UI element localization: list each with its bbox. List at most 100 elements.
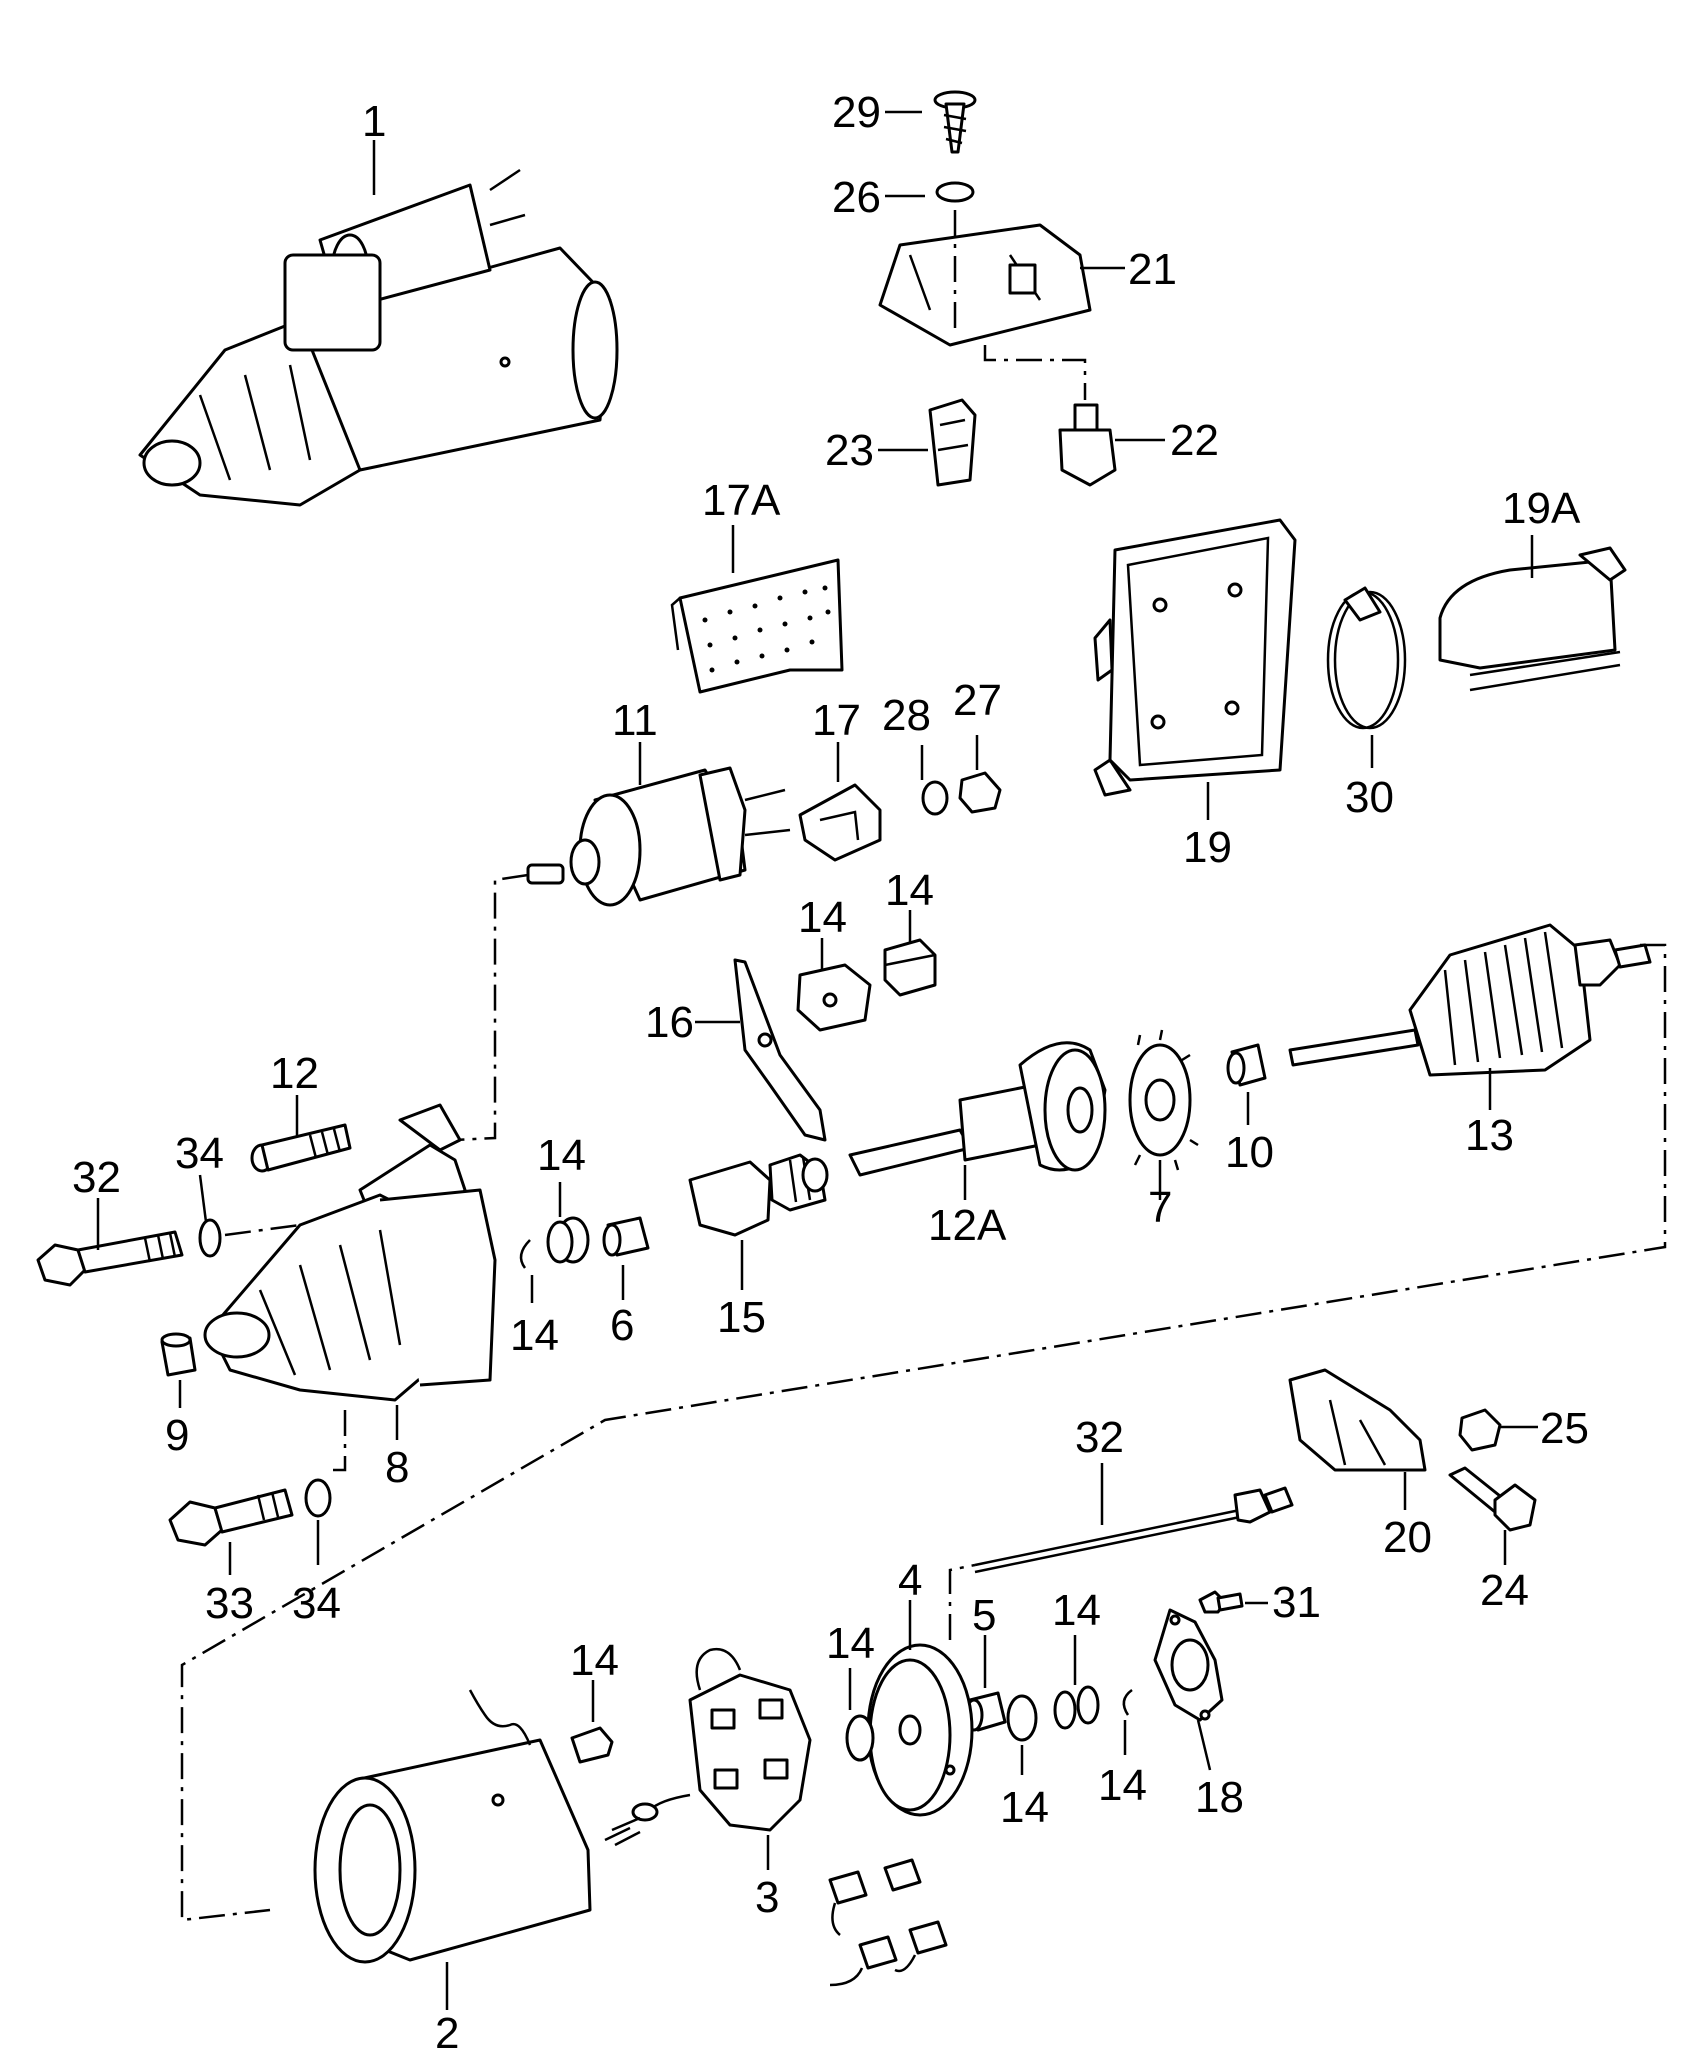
part-cover-18 xyxy=(1153,1608,1224,1722)
label-22: 22 xyxy=(1170,416,1219,465)
label-26: 26 xyxy=(832,173,881,222)
part-starter-motor-assembly xyxy=(138,168,619,507)
part-bushing-10 xyxy=(1226,1043,1267,1087)
part-through-bolt-32 xyxy=(974,1486,1294,1574)
label-14-b: 14 xyxy=(885,866,934,915)
part-clip-14 xyxy=(570,1726,614,1764)
label-8: 8 xyxy=(385,1443,409,1492)
label-28: 28 xyxy=(882,691,931,740)
label-23: 23 xyxy=(825,426,874,475)
part-gasket-17a xyxy=(670,558,844,694)
label-33: 33 xyxy=(205,1579,254,1628)
label-6: 6 xyxy=(610,1301,634,1350)
label-34-b: 34 xyxy=(292,1579,341,1628)
label-14-i: 14 xyxy=(570,1636,619,1685)
connector-34-8 xyxy=(224,1223,301,1237)
part-drive-housing-8 xyxy=(203,1103,497,1402)
label-21: 21 xyxy=(1128,245,1177,294)
part-plate-19 xyxy=(1093,518,1297,797)
part-solenoid-11 xyxy=(526,766,791,907)
label-20: 20 xyxy=(1383,1513,1432,1562)
label-19: 19 xyxy=(1183,823,1232,872)
part-bracket-20 xyxy=(1288,1368,1427,1472)
part-clamp-30 xyxy=(1326,586,1407,730)
label-32-a: 32 xyxy=(72,1153,121,1202)
label-15: 15 xyxy=(717,1293,766,1342)
part-washer-34-upper xyxy=(198,1218,222,1258)
label-9: 9 xyxy=(165,1411,189,1460)
part-nut-27 xyxy=(958,771,1002,814)
part-14-upper-left xyxy=(796,963,872,1032)
part-bolt-33 xyxy=(168,1488,294,1547)
part-washer-34-lower xyxy=(304,1478,332,1518)
label-1: 1 xyxy=(362,97,386,146)
label-14-a: 14 xyxy=(798,893,847,942)
part-nut-25 xyxy=(1458,1408,1502,1452)
leader-34-a xyxy=(198,1174,208,1223)
label-14-f: 14 xyxy=(1098,1761,1147,1810)
part-14-upper-right xyxy=(883,938,937,997)
part-ring-14-lower xyxy=(1122,1688,1133,1716)
part-planetary-7 xyxy=(1128,1029,1199,1171)
part-ring-14-left xyxy=(519,1239,531,1269)
label-14-c: 14 xyxy=(510,1311,559,1360)
label-12: 12 xyxy=(270,1049,319,1098)
label-19a: 19A xyxy=(1502,484,1581,533)
label-5: 5 xyxy=(972,1591,996,1640)
part-shaft-12a xyxy=(848,1041,1107,1177)
label-18: 18 xyxy=(1195,1773,1244,1822)
label-25: 25 xyxy=(1540,1404,1589,1453)
part-lever-16 xyxy=(733,958,827,1142)
part-pinion-15 xyxy=(688,1153,829,1237)
part-brushes xyxy=(828,1858,948,1987)
label-24: 24 xyxy=(1480,1566,1529,1615)
label-34-a: 34 xyxy=(175,1129,224,1178)
label-11: 11 xyxy=(612,696,658,745)
label-7: 7 xyxy=(1148,1183,1172,1232)
label-32-b: 32 xyxy=(1075,1413,1124,1462)
label-16: 16 xyxy=(645,998,694,1047)
label-2: 2 xyxy=(435,2009,459,2058)
label-17: 17 xyxy=(812,696,861,745)
part-yoke-2 xyxy=(313,1689,592,1964)
label-14-g: 14 xyxy=(1000,1783,1049,1832)
part-bearing-14 xyxy=(546,1216,590,1264)
label-14-d: 14 xyxy=(537,1131,586,1180)
label-3: 3 xyxy=(755,1873,779,1922)
part-washer-26 xyxy=(935,181,975,203)
label-27: 27 xyxy=(953,676,1002,725)
part-bracket-17 xyxy=(798,783,882,862)
connector-11-8 xyxy=(454,873,529,1142)
part-washers-14-lower xyxy=(1053,1685,1100,1730)
label-31: 31 xyxy=(1272,1578,1321,1627)
label-12a: 12A xyxy=(928,1201,1007,1250)
connector-4-32 xyxy=(948,1563,976,1640)
part-screw-31 xyxy=(1198,1590,1244,1614)
label-10: 10 xyxy=(1225,1128,1274,1177)
label-30: 30 xyxy=(1345,773,1394,822)
part-bolt-12 xyxy=(250,1123,352,1173)
part-bushing-9 xyxy=(160,1332,197,1377)
part-brush-holder-3 xyxy=(604,1647,812,1847)
part-nut-22 xyxy=(1058,403,1117,487)
label-13: 13 xyxy=(1465,1111,1514,1160)
connector-13-2 xyxy=(180,943,1667,1922)
part-cover-21 xyxy=(878,210,1092,347)
part-armature-13 xyxy=(1288,923,1652,1077)
leader-18 xyxy=(1196,1719,1212,1771)
part-clip-23 xyxy=(928,398,977,487)
part-washer-14-lower xyxy=(1006,1694,1038,1742)
label-29: 29 xyxy=(832,88,881,137)
label-4: 4 xyxy=(898,1556,922,1605)
part-bolt-24 xyxy=(1448,1466,1537,1532)
part-bolt-32-upper xyxy=(36,1230,184,1287)
connector-21-22 xyxy=(983,345,1087,400)
part-shell-19a xyxy=(1438,546,1627,692)
part-bearing-14-lower xyxy=(845,1714,875,1762)
label-14-h: 14 xyxy=(826,1619,875,1668)
part-ring-28 xyxy=(921,780,949,816)
part-screw-29 xyxy=(933,90,977,154)
part-end-plate-4 xyxy=(866,1643,974,1817)
